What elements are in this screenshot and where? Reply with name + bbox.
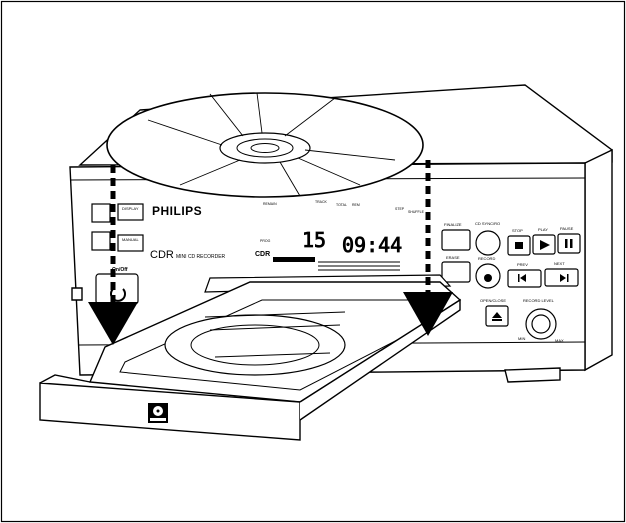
finalize-label: FINALIZE xyxy=(444,222,462,227)
transport-buttons xyxy=(441,229,581,340)
power-button[interactable] xyxy=(95,273,139,305)
lcd-display: REMAIN TRACK TOTAL REM PROG STEP SHUFFLE… xyxy=(255,200,425,271)
record-level-label: RECORD LEVEL xyxy=(523,298,555,303)
power-button-label: On/Off xyxy=(112,267,128,273)
cd-sync-label: CD SYNC/RO xyxy=(475,221,500,226)
lcd-bar xyxy=(273,257,315,262)
display-button[interactable] xyxy=(117,203,144,221)
lcd-label-total: TOTAL xyxy=(336,203,347,207)
lcd-label-prog: PROG xyxy=(260,239,271,243)
display-button-label: DISPLAY xyxy=(122,206,139,211)
device-side xyxy=(584,148,613,372)
lcd-track-number: 15 xyxy=(302,228,326,252)
tray-front xyxy=(39,382,301,441)
lcd-level-meter xyxy=(318,261,400,271)
lcd-label-remain: REMAIN xyxy=(263,202,277,206)
play-label: PLAY xyxy=(538,227,548,232)
erase-button[interactable] xyxy=(441,261,471,283)
finalize-button[interactable] xyxy=(441,229,471,251)
lcd-label-step: STEP xyxy=(395,207,405,211)
model-subtitle: MINI CD RECORDER xyxy=(176,254,226,260)
lcd-label-shuffle: SHUFFLE xyxy=(408,210,425,214)
stop-icon xyxy=(515,242,523,249)
lcd-label-rem: REM xyxy=(352,203,360,207)
manual-button-label: MANUAL xyxy=(122,237,139,242)
cd-sync-button[interactable] xyxy=(475,230,501,256)
compact-disc-logo xyxy=(148,403,168,423)
min-label: MIN xyxy=(518,336,525,341)
record-label: RECORD xyxy=(478,256,495,261)
pause-label: PAUSE xyxy=(560,226,574,231)
next-icon xyxy=(560,274,566,282)
max-label: MAX xyxy=(555,338,564,343)
lcd-label-track: TRACK xyxy=(315,200,328,204)
open-close-label: OPEN/CLOSE xyxy=(480,298,506,303)
pause-icon xyxy=(565,239,568,248)
eject-icon xyxy=(492,312,502,318)
disc-reflections xyxy=(147,92,396,197)
lcd-side-label: CDR xyxy=(255,251,270,258)
left-small-button-2[interactable] xyxy=(91,231,111,251)
insert-arrow-icon xyxy=(88,160,453,345)
manual-button[interactable] xyxy=(117,234,144,252)
left-buttons xyxy=(91,203,144,305)
prev-label: PREV xyxy=(517,262,528,267)
disc-tray[interactable] xyxy=(39,281,462,441)
model-name: CDR xyxy=(150,249,174,261)
device-foot-left xyxy=(71,287,83,301)
compact-disc-icon xyxy=(106,92,424,198)
device-foot-right xyxy=(504,367,561,383)
brand-logo: PHILIPS xyxy=(152,204,202,218)
left-small-button-1[interactable] xyxy=(91,203,111,223)
next-label: NEXT xyxy=(554,261,565,266)
transport-labels: FINALIZE CD SYNC/RO STOP PLAY PAUSE ERAS… xyxy=(444,221,574,343)
play-icon xyxy=(540,240,550,250)
erase-label: ERASE xyxy=(446,255,460,260)
pause-button[interactable] xyxy=(557,233,581,254)
power-icon xyxy=(110,288,126,302)
transport-icons xyxy=(484,239,573,321)
lcd-time: 09:44 xyxy=(342,233,402,257)
record-icon xyxy=(484,274,492,282)
stop-label: STOP xyxy=(512,228,523,233)
prev-icon xyxy=(520,274,526,282)
